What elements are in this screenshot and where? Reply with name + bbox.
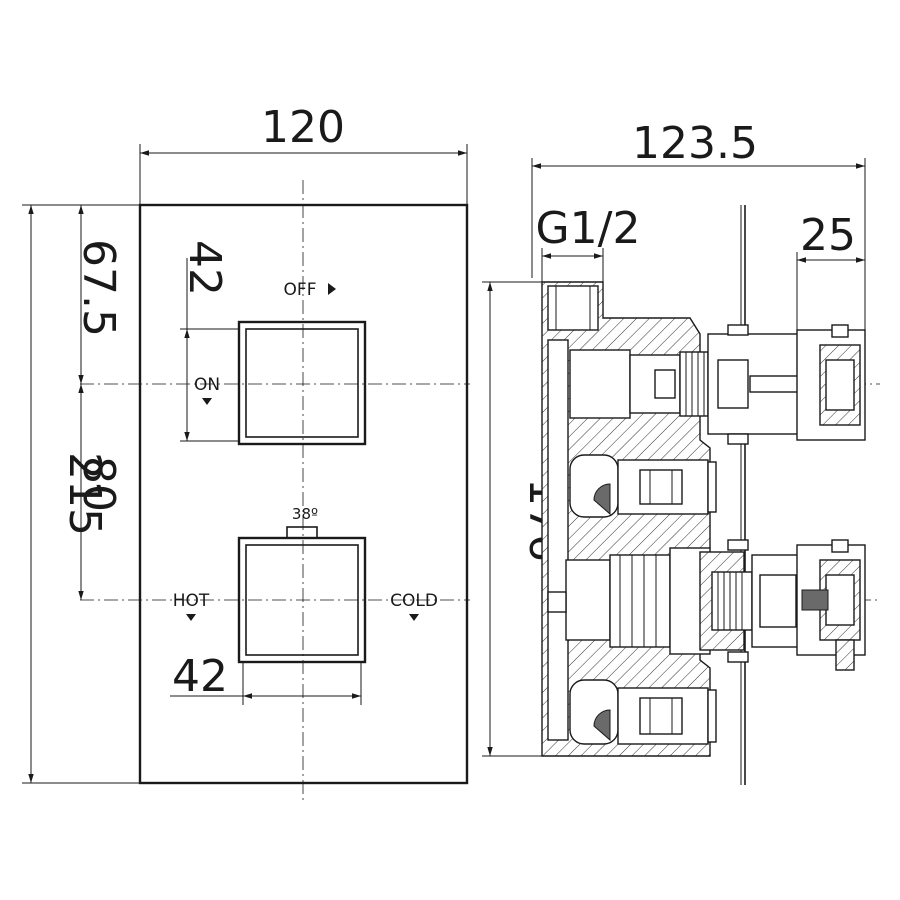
angle-indicator-tab (286, 526, 318, 539)
upper-handle-dimension: 42 (179, 240, 239, 442)
cold-arrow-icon (409, 614, 419, 621)
front-view: 120 215 67.5 80 42 (22, 102, 470, 800)
total-height-dim-label: 215 (59, 452, 110, 536)
handle-spacing-dim-label: 80 (73, 456, 124, 512)
hot-arrow-icon (186, 614, 196, 621)
upper-cartridge (569, 324, 866, 445)
hot-label: HOT (173, 591, 210, 611)
on-arrow-icon (202, 398, 212, 405)
total-height-dimension: 215 (22, 204, 140, 784)
inner-channel (547, 339, 569, 741)
upper-offset-dimension: 67.5 (73, 205, 124, 384)
width-dim-label: 120 (261, 102, 345, 153)
upper-offset-dim-label: 67.5 (73, 239, 124, 337)
lower-valve (569, 679, 717, 745)
extension-dim-label: 25 (800, 210, 856, 261)
cover-plate (138, 203, 469, 785)
on-label: ON (194, 375, 220, 395)
thread-dim-label: G1/2 (536, 203, 641, 254)
side-view: 123.5 G1/2 25 176 (482, 118, 880, 785)
upper-handle-dim-label: 42 (179, 240, 230, 296)
width-dimension: 120 (139, 102, 468, 205)
cold-label: COLD (390, 591, 438, 611)
handle-spacing-dimension: 80 (73, 384, 124, 600)
extension-dimension: 25 (796, 210, 866, 330)
middle-valve (569, 454, 717, 518)
lower-handle-dim-label: 42 (172, 651, 228, 702)
lower-handle-dimension: 42 (170, 651, 362, 705)
off-arrow-icon (328, 283, 336, 295)
upper-handle (237, 320, 367, 446)
angle-label: 38º (292, 505, 318, 523)
off-label: OFF (284, 280, 317, 300)
thermostatic-cartridge (547, 539, 866, 671)
depth-dim-label: 123.5 (632, 118, 758, 169)
lower-handle (237, 526, 367, 664)
thread-dimension: G1/2 (536, 203, 641, 282)
